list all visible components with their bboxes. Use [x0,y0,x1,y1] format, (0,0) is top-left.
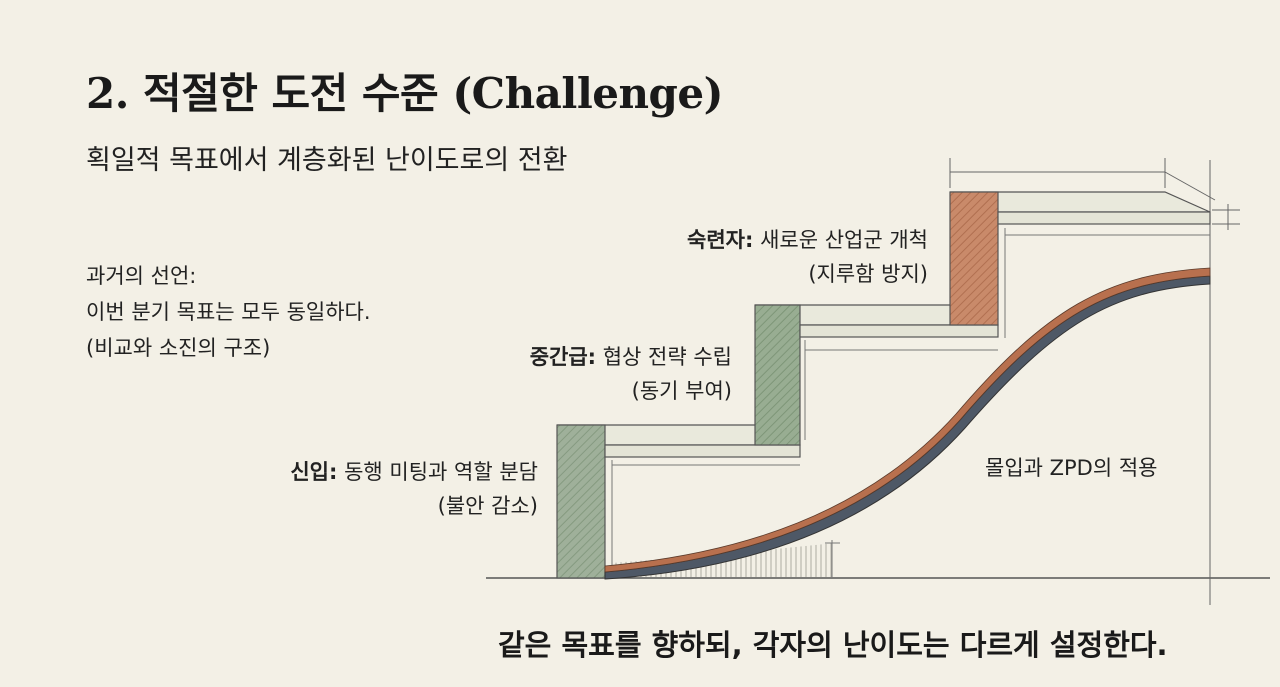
step-novice [556,424,801,579]
expert-text: 새로운 산업군 개척 [753,228,928,252]
page-subtitle: 획일적 목표에서 계층화된 난이도로의 전환 [86,145,568,176]
past-note: (비교와 소진의 구조) [86,336,271,360]
mid-text: 협상 전략 수립 [596,345,732,369]
mid-heading: 중간급: [529,345,597,369]
mid-note: (동기 부여) [631,379,732,403]
page-title: 2. 적절한 도전 수준 (Challenge) [86,69,724,118]
label-mid: 중간급: 협상 전략 수립 (동기 부여) [530,340,732,408]
step-expert [949,191,1211,338]
label-novice: 신입: 동행 미팅과 역할 분담 (불안 감소) [290,455,538,523]
novice-heading: 신입: [290,460,338,484]
flow-zpd-label: 몰입과 ZPD의 적용 [985,456,1158,480]
expert-heading: 숙련자: [687,228,754,252]
label-expert: 숙련자: 새로운 산업군 개척 (지루함 방지) [687,223,928,291]
past-statement: 이번 분기 목표는 모두 동일하다. [86,300,371,324]
novice-note: (불안 감소) [437,494,538,518]
past-declaration: 과거의 선언: 이번 분기 목표는 모두 동일하다. (비교와 소진의 구조) [86,258,371,366]
novice-text: 동행 미팅과 역할 분담 [337,460,538,484]
expert-note: (지루함 방지) [808,262,928,286]
step-mid [754,304,999,446]
growth-curve [604,267,1211,580]
past-heading: 과거의 선언: [86,264,197,288]
footer-statement: 같은 목표를 향하되, 각자의 난이도는 다르게 설정한다. [498,628,1168,662]
